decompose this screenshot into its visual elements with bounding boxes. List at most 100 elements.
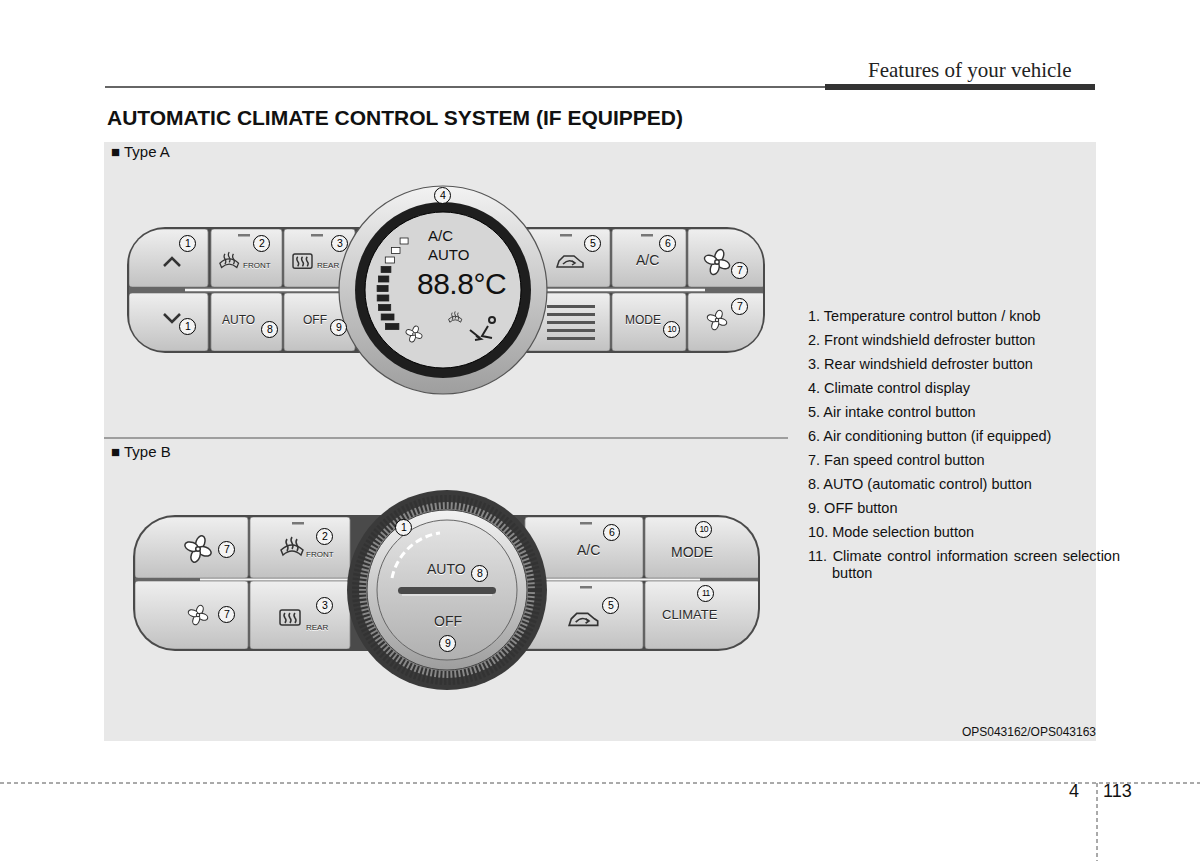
chapter-number: 4	[1069, 781, 1079, 803]
callout-number: 9	[439, 635, 456, 652]
type-heading: ■ Type B	[111, 443, 171, 461]
art-shape	[365, 212, 521, 368]
button-label: AUTO	[427, 562, 466, 577]
art-shape	[359, 502, 535, 678]
art-shape	[0, 783, 1200, 784]
button-label: OFF	[434, 614, 462, 629]
button-label: FRONT	[243, 262, 271, 271]
art-shape	[547, 329, 595, 332]
art-shape	[367, 510, 527, 670]
legend-item: 9. OFF button	[808, 500, 897, 517]
art-shape	[688, 229, 763, 287]
art-shape	[220, 252, 239, 267]
art-shape	[211, 293, 282, 351]
art-shape	[706, 309, 727, 330]
art-shape	[703, 248, 731, 276]
art-shape	[547, 305, 595, 308]
callout-number: 5	[584, 235, 601, 252]
art-shape	[238, 234, 250, 237]
callout-number: 2	[253, 235, 270, 252]
callout-number: 1	[179, 318, 196, 335]
button-label: FRONT	[306, 551, 334, 560]
art-shape	[250, 517, 350, 578]
art-shape	[339, 186, 547, 394]
art-shape	[292, 522, 304, 525]
art-shape	[489, 317, 495, 323]
art-shape	[402, 594, 492, 595]
art-shape	[355, 202, 531, 378]
art-shape	[104, 142, 1096, 741]
legend-item: 6. Air conditioning button (if equipped)	[808, 428, 1051, 445]
display-text: A/C	[428, 228, 453, 245]
art-shape	[1097, 783, 1098, 861]
legend-item: 3. Rear windshield defroster button	[808, 356, 1033, 373]
art-shape	[580, 522, 592, 525]
control-button: A/C	[525, 517, 643, 578]
climate-display: A/CAUTO88.8°C	[365, 212, 521, 368]
art-shape	[645, 581, 758, 649]
art-shape	[612, 293, 686, 351]
art-shape	[475, 336, 481, 340]
callout-number: 7	[218, 606, 235, 623]
art-shape	[547, 305, 595, 340]
page-title: AUTOMATIC CLIMATE CONTROL SYSTEM (IF EQU…	[107, 106, 683, 130]
control-button: FRONT	[250, 517, 350, 578]
callout-number: 10	[663, 321, 680, 338]
button-label: REAR	[306, 624, 328, 633]
art-shape	[405, 325, 423, 343]
button-label: MODE	[625, 314, 661, 327]
button-label: A/C	[636, 253, 659, 268]
callout-number: 2	[316, 528, 333, 545]
art-shape	[398, 587, 496, 594]
callout-number: 7	[731, 262, 748, 279]
art-shape	[612, 229, 686, 287]
legend-item: 2. Front windshield defroster button	[808, 332, 1035, 349]
art-shape	[377, 286, 388, 292]
art-shape	[449, 311, 462, 322]
art-shape	[293, 254, 312, 268]
control-button: REAR	[250, 581, 350, 649]
art-shape	[187, 604, 208, 625]
callout-number: 8	[261, 321, 278, 338]
callout-number: 3	[316, 597, 333, 614]
button-label: CLIMATE	[662, 608, 717, 622]
callout-number: 8	[471, 565, 488, 582]
button-label: AUTO	[222, 314, 255, 327]
art-shape	[381, 267, 391, 273]
art-shape	[250, 581, 350, 649]
figure-code: OPS043162/OPS043163	[962, 725, 1096, 739]
art-shape	[385, 257, 394, 263]
legend-item: 5. Air intake control button	[808, 404, 976, 421]
art-shape	[135, 581, 248, 649]
display-text: 88.8°C	[417, 267, 506, 300]
art-shape	[164, 258, 180, 266]
art-shape	[129, 229, 208, 287]
button-label: A/C	[577, 543, 600, 558]
art-shape	[645, 517, 758, 578]
art-shape	[281, 537, 303, 555]
callout-number: 1	[395, 519, 412, 536]
page-number: 113	[1103, 781, 1132, 803]
art-shape	[381, 314, 394, 320]
button-label: OFF	[303, 314, 327, 327]
legend-item: 8. AUTO (automatic control) button	[808, 476, 1032, 493]
callout-number: 3	[331, 235, 348, 252]
art-shape	[164, 314, 180, 322]
callout-number: 5	[602, 597, 619, 614]
art-shape	[377, 238, 408, 330]
legend-item: 7. Fan speed control button	[808, 452, 985, 469]
art-shape	[104, 438, 788, 439]
art-shape	[547, 337, 595, 340]
art-shape	[129, 293, 208, 351]
legend-item: 11. Climate control information screen s…	[808, 548, 1120, 583]
art-shape	[557, 256, 583, 267]
art-shape	[580, 586, 592, 589]
callout-number: 6	[659, 235, 676, 252]
art-shape	[569, 613, 598, 625]
art-shape	[378, 276, 388, 282]
button-label: MODE	[671, 545, 713, 560]
callout-number: 7	[218, 541, 235, 558]
art-shape	[547, 313, 595, 316]
art-shape	[470, 317, 495, 340]
